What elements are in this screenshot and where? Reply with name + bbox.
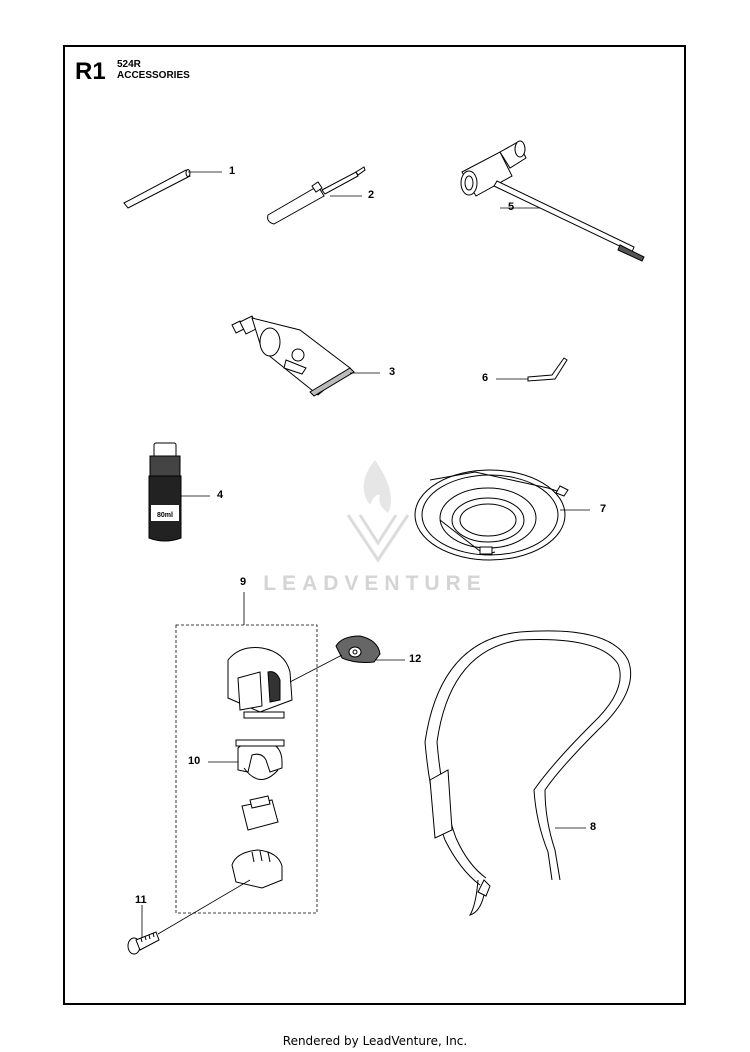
diagram-frame <box>63 45 686 1005</box>
callout-6: 6 <box>482 372 489 384</box>
part-hook-housing <box>227 647 293 719</box>
callout-4: 4 <box>217 489 224 501</box>
part-shoulder-strap <box>424 630 632 916</box>
bottle-label: 80ml <box>157 512 173 519</box>
part-grease-tube <box>231 315 355 397</box>
callout-5: 5 <box>508 201 515 213</box>
part-hook-base <box>231 849 283 889</box>
part-knob <box>335 635 381 663</box>
model-number: 524R <box>117 59 141 70</box>
callout-1: 1 <box>229 165 236 177</box>
part-hex-key <box>527 357 568 382</box>
callout-10: 10 <box>188 755 201 767</box>
part-screwdriver <box>267 166 366 225</box>
section-title: ACCESSORIES <box>117 70 190 81</box>
leader-line-11b <box>157 879 251 935</box>
part-oil-bottle <box>148 442 182 542</box>
callout-12: 12 <box>409 653 422 665</box>
callout-11: 11 <box>135 894 147 906</box>
kit-group-box <box>175 624 318 914</box>
part-hook-clip <box>241 795 279 831</box>
part-harness-coil <box>414 469 569 561</box>
callout-2: 2 <box>368 189 375 201</box>
watermark-logo-icon <box>346 460 410 563</box>
footer-credit: Rendered by LeadVenture, Inc. <box>282 1034 468 1048</box>
callout-7: 7 <box>600 503 607 515</box>
callout-9: 9 <box>240 576 247 588</box>
callout-8: 8 <box>590 821 597 833</box>
leader-line-12 <box>289 654 343 683</box>
part-screw <box>127 931 160 955</box>
part-combination-wrench <box>460 140 645 262</box>
page-code: R1 <box>75 58 106 85</box>
watermark-text: LEADVENTURE <box>263 572 487 595</box>
part-hook-loop <box>235 739 285 780</box>
callout-3: 3 <box>389 366 396 378</box>
part-pin <box>123 169 191 209</box>
